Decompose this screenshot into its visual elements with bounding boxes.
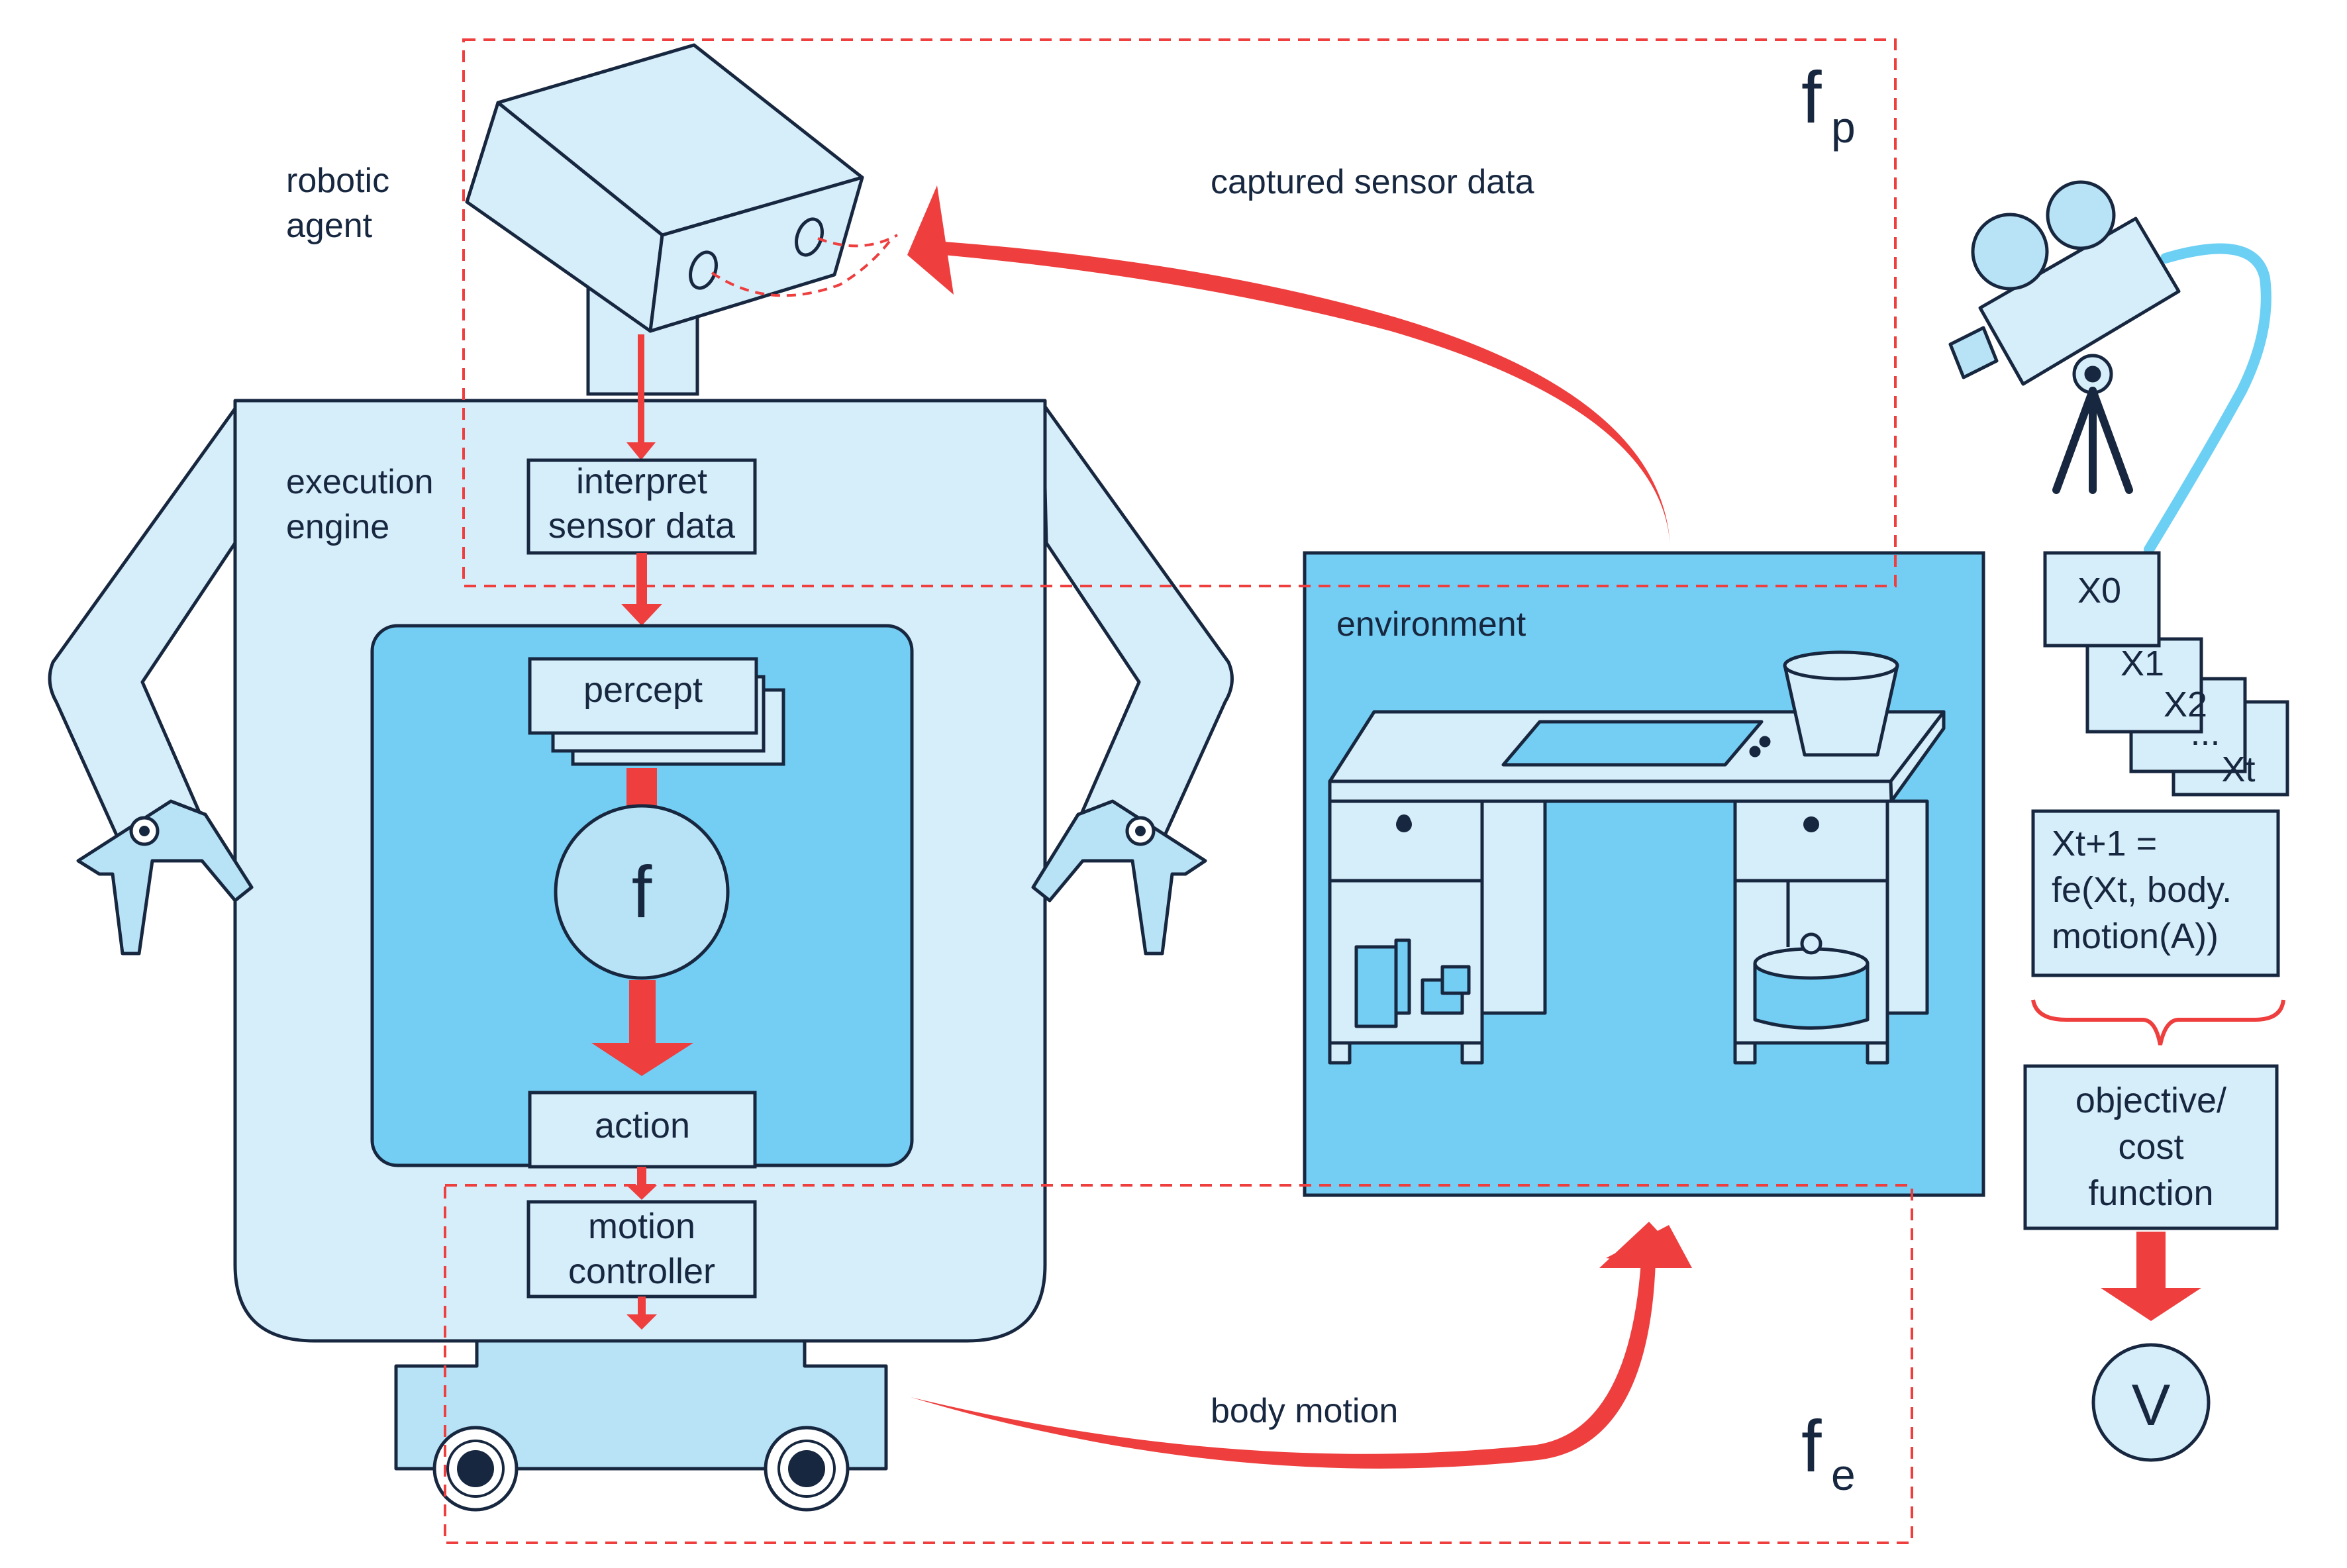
objective-line-3: function <box>2088 1173 2213 1213</box>
robotic-agent-label-1: robotic <box>286 162 389 200</box>
action-box <box>528 1091 757 1169</box>
fe-symbol: f <box>1801 1406 1822 1487</box>
wheel-right <box>764 1426 850 1512</box>
camera-icon <box>1948 180 2181 494</box>
state-ellipsis: ... <box>2190 713 2220 753</box>
fp-symbol: f <box>1801 57 1822 138</box>
state-x0: X0 <box>2077 571 2121 611</box>
left-gripper <box>76 799 254 956</box>
policy-function-circle <box>554 804 730 980</box>
captured-sensor-data-label: captured sensor data <box>1211 163 1534 201</box>
action-label: action <box>595 1106 690 1146</box>
state-x2: X2 <box>2164 685 2207 724</box>
transition-line-3: motion(A)) <box>2052 916 2219 956</box>
simulation-column: X0 X1 X2 ... Xt Xt+1 = fe(Xt, body. moti… <box>1948 180 2289 1462</box>
body-motion-arrow <box>911 1222 1692 1469</box>
brace <box>2031 999 2285 1046</box>
environment-label: environment <box>1336 605 1526 644</box>
objective-box <box>2023 1064 2279 1230</box>
motion-label-2: controller <box>568 1251 715 1291</box>
interpret-sensor-data-box <box>526 458 757 555</box>
transition-line-2: fe(Xt, body. <box>2052 870 2232 910</box>
fp-subscript: p <box>1831 103 1856 152</box>
sensor-lens-right <box>795 217 824 257</box>
motion-label-1: motion <box>588 1206 695 1246</box>
robot-right-arm <box>1041 402 1234 843</box>
execution-engine-label-2: engine <box>286 508 389 546</box>
fe-subscript: e <box>1831 1450 1856 1499</box>
interpret-label-1: interpret <box>576 462 707 501</box>
wheel-left <box>432 1426 519 1512</box>
interpret-label-2: sensor data <box>548 506 736 546</box>
percept-label: percept <box>583 670 703 710</box>
value-circle <box>2091 1343 2211 1462</box>
robot-base <box>394 1339 888 1471</box>
fp-frame <box>462 38 1897 587</box>
policy-function-symbol: f <box>632 852 652 933</box>
captured-sensor-arrow <box>907 185 1670 546</box>
execution-engine-pipeline: interpret sensor data percept f action m… <box>370 334 914 1330</box>
transition-line-1: Xt+1 = <box>2052 824 2157 863</box>
value-symbol: V <box>2132 1372 2171 1438</box>
percept-box <box>528 657 758 735</box>
objective-line-2: cost <box>2118 1127 2183 1167</box>
robot-head <box>465 43 898 333</box>
right-gripper <box>1031 799 1207 956</box>
robot-left-arm <box>48 402 240 843</box>
transition-box <box>2031 809 2280 977</box>
execution-engine-label-1: execution <box>286 463 434 501</box>
robotic-agent-label-2: agent <box>286 207 373 245</box>
state-x1: X1 <box>2121 644 2164 683</box>
state-xt: Xt <box>2221 750 2255 789</box>
environment-panel: environment <box>1303 551 1985 1197</box>
objective-line-1: objective/ <box>2075 1081 2226 1120</box>
desk-illustration <box>1328 650 1946 1065</box>
body-motion-label: body motion <box>1211 1392 1398 1430</box>
